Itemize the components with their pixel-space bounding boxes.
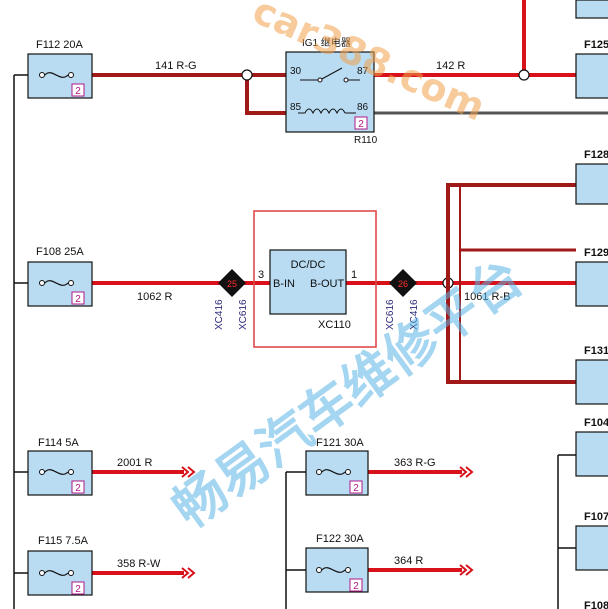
connector-right: 26 xyxy=(389,269,417,297)
arrow-364 xyxy=(459,564,474,576)
watermark-platform: 畅易汽车维修平台 xyxy=(162,247,534,540)
dcdc-title: DC/DC xyxy=(291,259,326,271)
wire-label-2001: 2001 R xyxy=(117,457,153,469)
relay-pin-85: 85 xyxy=(290,102,302,113)
fuse-label-f122: F122 30A xyxy=(316,533,364,545)
relay-r110: 2 xyxy=(285,51,375,133)
splice-dot xyxy=(518,69,530,81)
fuse-f108: 2 xyxy=(27,261,93,307)
wire-label-142: 142 R xyxy=(436,60,465,72)
wire-label-141: 141 R-G xyxy=(155,60,197,72)
fuse-label-f125: F125 xyxy=(584,39,608,51)
fuse-box-partial xyxy=(575,0,608,19)
fuse-label-f104: F104 xyxy=(584,417,608,429)
wire-label-1062: 1062 R xyxy=(137,291,173,303)
relay-code: R110 xyxy=(354,135,378,146)
connector-left-a: XC416 xyxy=(214,299,225,330)
wire-label-358: 358 R-W xyxy=(117,558,161,570)
connector-left: 25 xyxy=(218,269,246,297)
connector-pin-right: 26 xyxy=(398,279,408,289)
dcdc-converter-box xyxy=(269,249,347,315)
dcdc-in-pin: 3 xyxy=(258,269,264,281)
dcdc-out-label: B-OUT xyxy=(310,278,345,290)
fuse-label-f129: F129 xyxy=(584,247,608,259)
fuse-label-f131: F131 xyxy=(584,345,608,357)
fuse-f121: 2 xyxy=(305,450,369,496)
fuse-box-f128 xyxy=(575,163,608,205)
wire-141-branch xyxy=(245,75,286,115)
relay-pin-87: 87 xyxy=(357,66,369,77)
arrow-358 xyxy=(181,567,196,579)
fuse-label-f121: F121 30A xyxy=(316,437,364,449)
fuse-box-f129 xyxy=(575,261,608,307)
fuse-badge: 2 xyxy=(75,86,81,97)
fuse-label-f108: F108 25A xyxy=(36,246,84,258)
relay-pin-30: 30 xyxy=(290,66,302,77)
connector-left-b: XC616 xyxy=(238,299,249,330)
fuse-badge: 2 xyxy=(353,581,359,592)
arrow-363 xyxy=(459,466,474,478)
fuse-f112: 2 xyxy=(27,53,93,99)
fuse-badge: 2 xyxy=(353,483,359,494)
wire-loop-upper xyxy=(446,183,608,384)
wire-label-1061: 1061 R-B xyxy=(464,291,510,303)
dcdc-code: XC110 xyxy=(318,319,351,331)
wire-label-363: 363 R-G xyxy=(394,457,436,469)
fuse-badge: 2 xyxy=(75,294,81,305)
fuse-box-f104 xyxy=(575,431,608,477)
fuse-label-f107: F107 xyxy=(584,511,608,523)
fuse-badge: 2 xyxy=(75,483,81,494)
fuse-box-f125 xyxy=(575,53,608,99)
highlight-frame xyxy=(253,210,377,348)
relay-badge: 2 xyxy=(358,119,364,130)
fuse-label-f128: F128 xyxy=(584,149,608,161)
wire-label-364: 364 R xyxy=(394,555,423,567)
fuse-label-f115: F115 7.5A xyxy=(38,535,89,547)
fuse-label-f114: F114 5A xyxy=(38,437,79,449)
relay-title: IG1 继电器 xyxy=(302,36,351,49)
relay-pin-86: 86 xyxy=(357,102,369,113)
fuse-label-f112: F112 20A xyxy=(36,39,84,51)
fuse-f114: 2 xyxy=(27,450,93,496)
fuse-label-f108-right: F108 xyxy=(584,600,608,609)
connector-right-a: XC616 xyxy=(385,299,396,330)
fuse-f115: 2 xyxy=(27,550,93,596)
arrow-2001 xyxy=(181,466,196,478)
connector-right-b: XC416 xyxy=(409,299,420,330)
fuse-badge: 2 xyxy=(75,584,81,595)
connector-pin-left: 25 xyxy=(227,279,237,289)
dcdc-in-label: B-IN xyxy=(273,278,295,290)
fuse-f122: 2 xyxy=(305,547,369,593)
fuse-box-f131 xyxy=(575,359,608,405)
dcdc-out-pin: 1 xyxy=(351,269,357,281)
splice-dot xyxy=(241,69,253,81)
fuse-box-f107 xyxy=(575,525,608,571)
